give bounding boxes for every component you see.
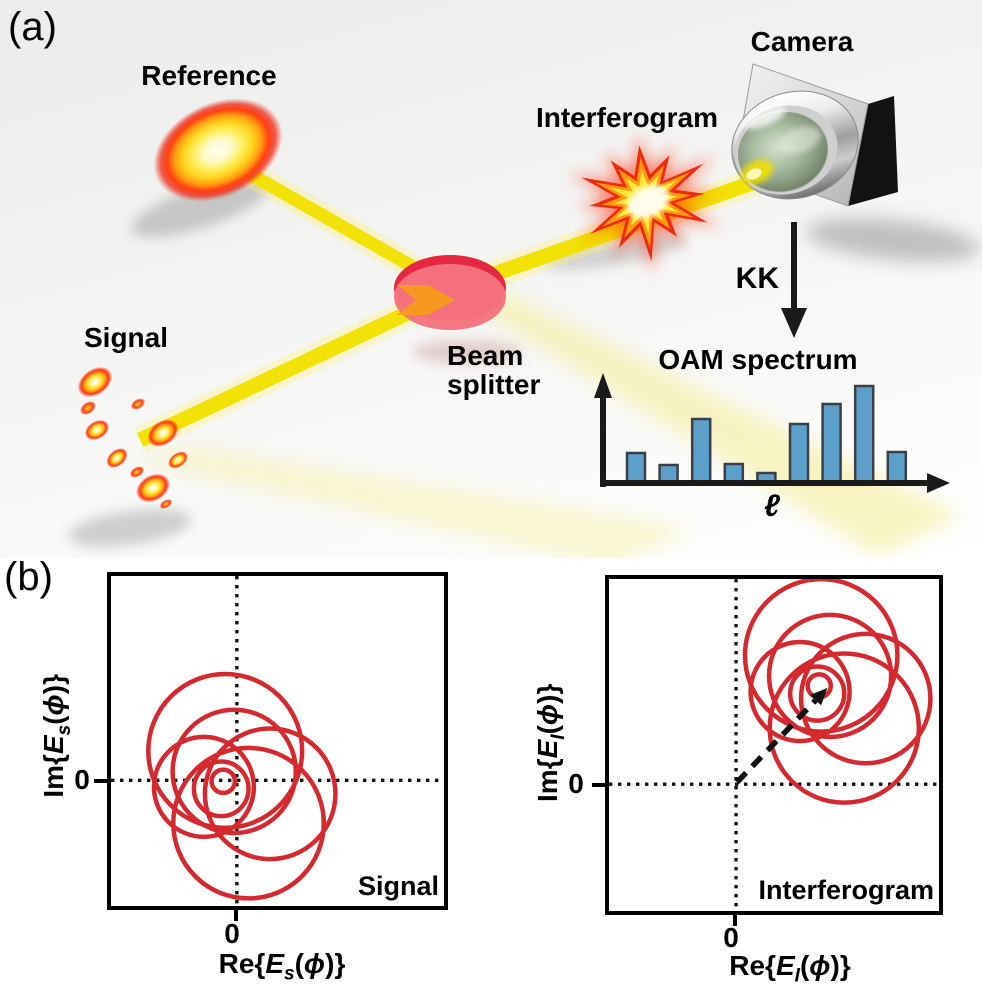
y-zero-tick <box>94 779 107 783</box>
oam-xaxis-label: ℓ <box>764 488 780 523</box>
camera-side-face <box>848 96 898 206</box>
optical-setup-graphic <box>68 63 981 558</box>
x-zero-tick <box>733 915 737 926</box>
beam-spot-core <box>746 168 762 180</box>
oam-spectrum-chart <box>594 373 950 493</box>
reference-beam-spot <box>153 98 283 202</box>
camera-label: Camera <box>750 26 854 57</box>
signal-beam <box>136 285 456 447</box>
y-zero-label: 0 <box>74 764 90 795</box>
reference-label: Reference <box>141 60 277 91</box>
camera-shadow <box>805 218 981 262</box>
beam-splitter-disc <box>394 264 506 330</box>
panel-a-label: (a) <box>8 5 57 49</box>
kk-label: KK <box>735 262 779 295</box>
signal-shadow <box>68 509 192 547</box>
signal-complex-plot: Signal <box>107 572 448 910</box>
signal-speckle-cluster <box>77 366 188 509</box>
interferogram-burst <box>565 126 727 282</box>
y-zero-label: 0 <box>568 768 584 799</box>
interferogram-label: Interferogram <box>535 102 719 133</box>
panel-a-setup: (a) Reference Camera Interferogram Signa… <box>0 0 982 558</box>
splitter-shadow <box>413 340 523 364</box>
barrel-highlight <box>745 107 787 129</box>
panel-b-label: (b) <box>4 555 53 599</box>
interferogram-complex-plot: Interferogram <box>605 575 943 915</box>
oam-y-axis-arrowhead <box>594 373 612 398</box>
oam-spectrum-title: OAM spectrum <box>658 344 858 375</box>
interferogram-trajectory-canvas <box>609 579 939 911</box>
signal-label: Signal <box>83 322 168 353</box>
beam-splitter <box>394 255 506 330</box>
interferogram-y-axis-label: Im{EI(ϕ)} <box>532 683 569 802</box>
x-zero-label: 0 <box>723 922 739 953</box>
signal-x-axis-label: Re{Es(ϕ)} <box>218 948 346 985</box>
lens-highlight <box>778 126 822 154</box>
y-zero-tick <box>592 783 605 787</box>
signal-plot-title: Signal <box>357 871 439 901</box>
interferogram-plot-title: Interferogram <box>758 875 934 905</box>
oam-bars-group <box>625 384 908 485</box>
signal-beam-floor-glow <box>140 446 692 558</box>
splitter-arrow-icon <box>397 285 455 315</box>
signal-trajectory-canvas <box>111 576 444 906</box>
camera-device <box>731 63 898 207</box>
beam-splitter-label: Beam splitter <box>447 340 541 401</box>
x-zero-label: 0 <box>224 918 240 949</box>
kk-arrow <box>781 222 807 338</box>
signal-y-axis-label: Im{Es(ϕ)} <box>38 673 75 798</box>
interferogram-x-axis-label: Re{EI(ϕ)} <box>729 950 851 985</box>
x-zero-tick <box>234 910 238 921</box>
oam-x-axis-arrowhead <box>927 473 950 493</box>
